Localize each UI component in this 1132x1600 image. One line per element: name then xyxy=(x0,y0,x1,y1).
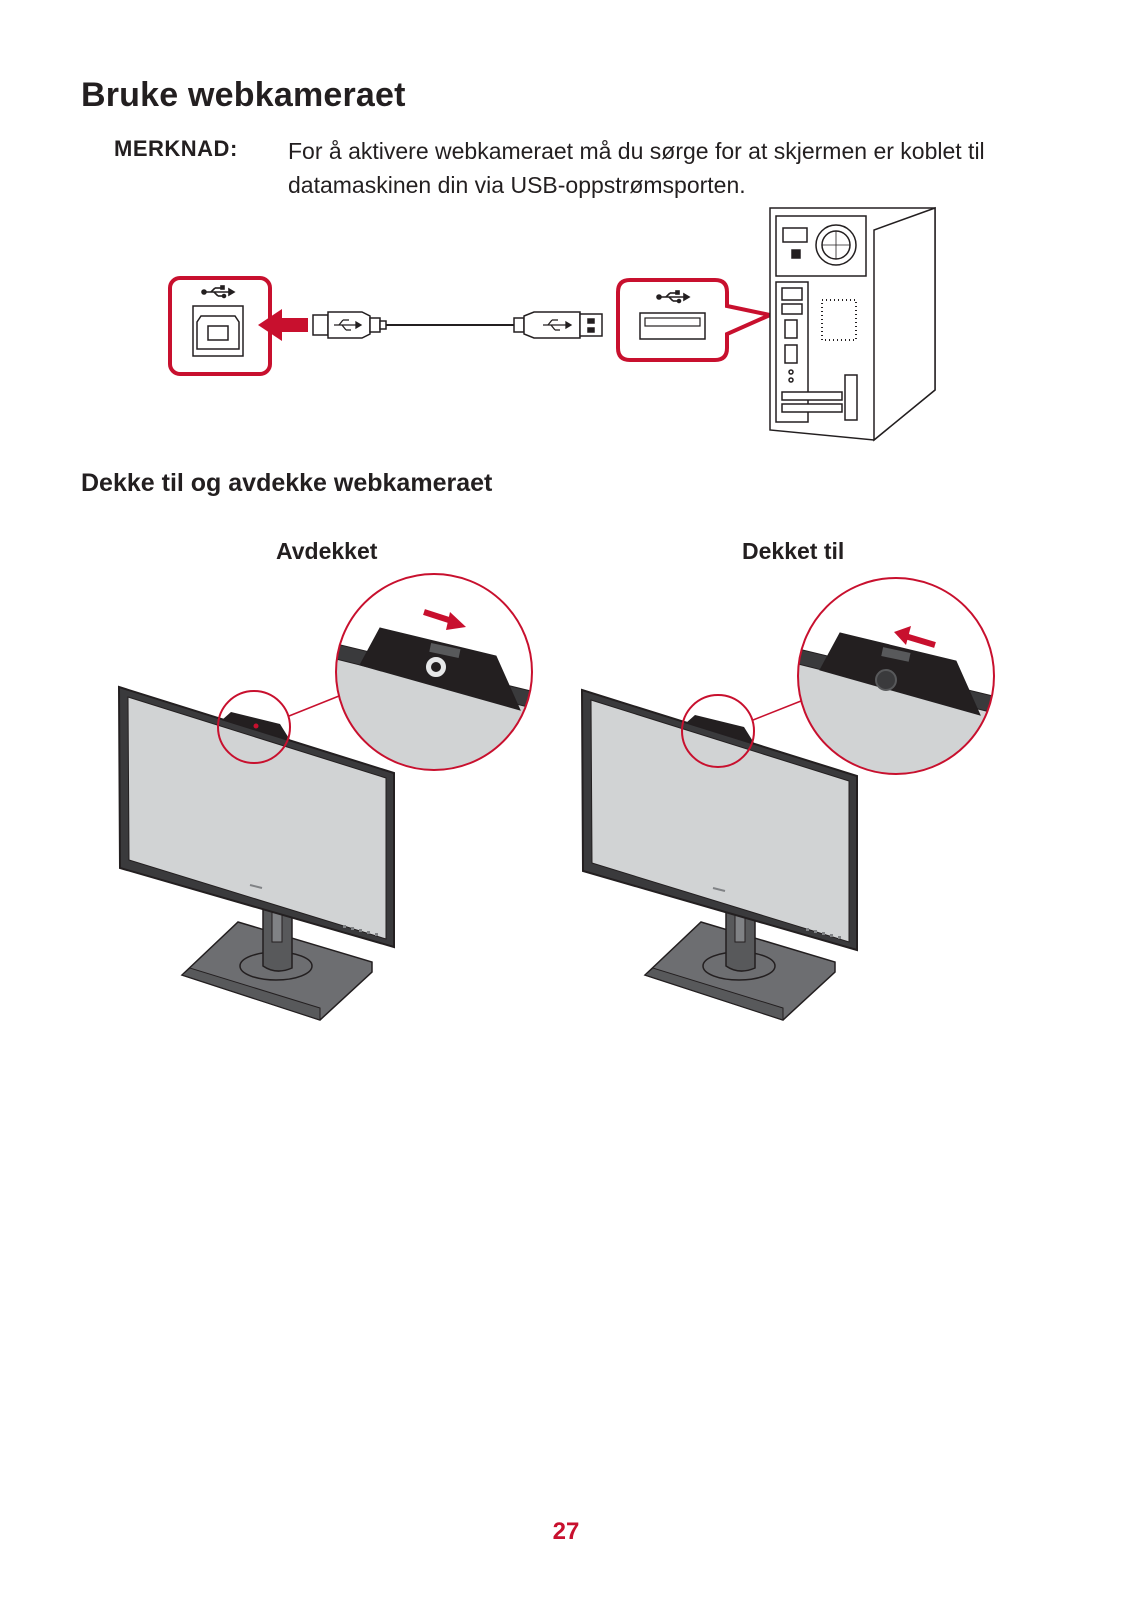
webcam-cover-diagram xyxy=(117,573,995,1021)
usb-b-port-callout xyxy=(168,276,272,376)
webcam-icon xyxy=(359,627,521,711)
usb-a-port-callout xyxy=(616,278,777,362)
arrow-left-icon xyxy=(258,309,308,341)
caption-covered: Dekket til xyxy=(742,538,845,564)
note-label: MERKNAD: xyxy=(114,136,238,161)
monitor-icon xyxy=(117,685,395,1021)
webcam-zoom-right xyxy=(797,577,995,775)
note-text: For å aktivere webkameraet må du sørge f… xyxy=(288,138,985,198)
page-number: 27 xyxy=(552,1518,580,1545)
usb-icon xyxy=(656,290,691,304)
usb-icon xyxy=(201,285,236,299)
computer-tower-icon xyxy=(769,206,936,442)
vent-dots xyxy=(821,299,857,341)
page-title: Bruke webkameraet xyxy=(81,76,406,114)
usb-connection-diagram xyxy=(168,206,936,442)
webcam-highlight-left xyxy=(217,690,340,764)
usb-a-port-icon xyxy=(639,312,706,340)
section-heading: Dekke til og avdekke webkameraet xyxy=(81,469,493,497)
arrow-right-icon xyxy=(423,609,466,630)
monitor-icon xyxy=(580,688,858,1021)
webcam-icon xyxy=(819,632,981,716)
webcam-highlight-right xyxy=(681,694,802,768)
arrow-left-icon xyxy=(894,626,936,648)
webcam-zoom-left xyxy=(335,573,533,771)
caption-uncovered: Avdekket xyxy=(276,538,378,564)
usb-b-port-icon xyxy=(192,305,244,357)
